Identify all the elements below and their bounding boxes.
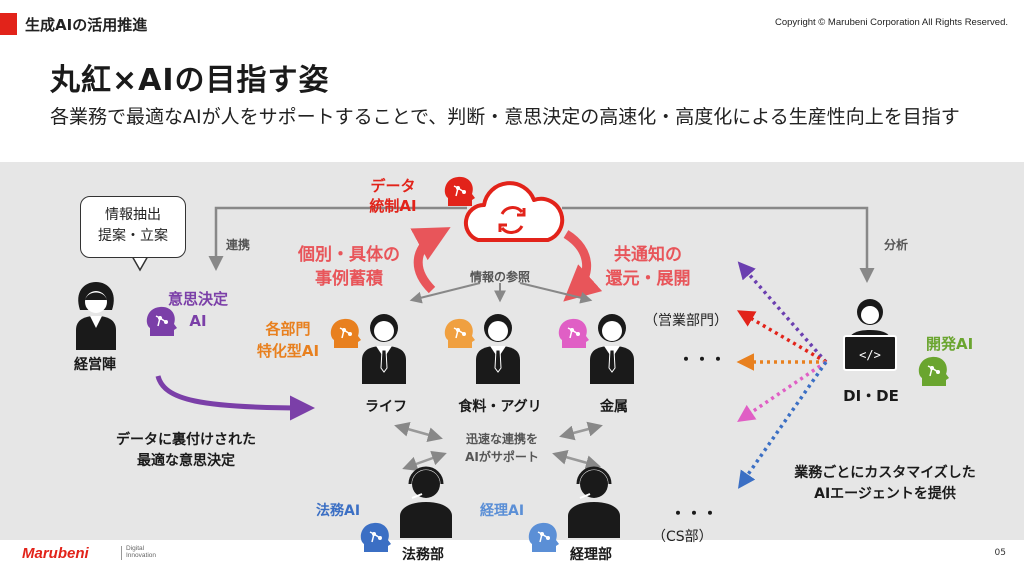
dept-ai-head-orange2-icon xyxy=(444,318,475,348)
speech-bubble xyxy=(80,196,186,258)
metals-person-icon xyxy=(590,314,634,384)
life-label: ライフ xyxy=(365,399,407,415)
accounting-dept-label: 経理部 xyxy=(570,547,612,563)
accounting-ai-head-icon xyxy=(528,522,559,552)
management-person-icon xyxy=(76,282,116,350)
reference-label: 情報の参照 xyxy=(469,270,530,284)
cloud-sync-icon xyxy=(463,181,565,242)
analysis-label: 分析 xyxy=(884,238,909,252)
food-person-icon xyxy=(476,314,520,384)
accounting-ai-label: 経理AI xyxy=(480,503,525,519)
data-ai-label: データ 統制AI xyxy=(369,177,417,215)
legal-ai-head-icon xyxy=(360,522,391,552)
decision-ai-head-icon xyxy=(146,306,177,336)
metals-label: 金属 xyxy=(600,399,628,415)
digital-innovation-logo: Digital Innovation xyxy=(126,545,156,559)
section-tag: 生成AIの活用推進 xyxy=(25,16,148,34)
decision-ai-label: 意思決定 AI xyxy=(167,290,228,330)
dept-ai-head-pink-icon xyxy=(558,318,589,348)
section-tag-bar xyxy=(0,13,17,35)
accumulate-label: 個別・具体の 事例蓄積 xyxy=(298,245,400,289)
dev-ai-label: 開発AI xyxy=(926,335,974,353)
link-label: 連携 xyxy=(226,238,251,252)
sales-dept-label: （営業部門） xyxy=(644,313,728,329)
ellipsis-1: ・・・ xyxy=(678,350,727,369)
copyright-text: Copyright © Marubeni Corporation All Rig… xyxy=(775,17,1008,28)
dev-ai-head-icon xyxy=(918,356,949,386)
legal-dept-label: 法務部 xyxy=(402,547,444,563)
custom-ai-label: 業務ごとにカスタマイズした AIエージェントを提供 xyxy=(794,465,976,502)
accounting-person-icon xyxy=(568,466,620,538)
dide-label: DI・DE xyxy=(843,387,899,405)
management-label: 経営陣 xyxy=(74,357,116,373)
collab-label: 迅速な連携を AIがサポート xyxy=(465,432,539,464)
marubeni-logo: Marubeni xyxy=(22,545,89,562)
developer-person-icon: </> xyxy=(843,299,897,371)
bubble-text: 情報抽出 提案・立案 xyxy=(98,207,168,244)
food-label: 食料・アグリ xyxy=(458,399,542,415)
logo-separator xyxy=(121,546,122,560)
data-ai-head-icon xyxy=(444,176,475,206)
svg-text:</>: </> xyxy=(859,348,881,362)
cs-dept-label: （CS部） xyxy=(652,529,713,545)
dept-ai-label: 各部門 特化型AI xyxy=(256,320,320,360)
dept-ai-head-orange-icon xyxy=(330,318,361,348)
page-subtitle: 各業務で最適なAIが人をサポートすることで、判断・意思決定の高速化・高度化による… xyxy=(50,106,960,128)
page-number: 05 xyxy=(994,548,1006,558)
legal-ai-label: 法務AI xyxy=(316,503,361,519)
life-person-icon xyxy=(362,314,406,384)
data-decision-label: データに裏付けされた 最適な意思決定 xyxy=(116,432,256,469)
page-title: 丸紅×AIの目指す姿 xyxy=(50,63,330,98)
legal-person-icon xyxy=(400,466,452,538)
ellipsis-2: ・・・ xyxy=(670,504,719,523)
share-label: 共通知の 還元・展開 xyxy=(605,245,691,289)
